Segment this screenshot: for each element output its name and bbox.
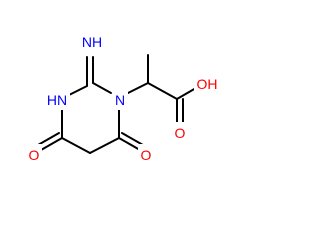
label-bg-imine (80, 32, 104, 52)
label-bg-acid-o (172, 122, 188, 142)
bond-calpha-ccarboxyl (147, 82, 178, 100)
atom-label-acid-o: O (175, 125, 186, 141)
molecule-drawing: NH N HN OH O O O (26, 32, 220, 164)
bond-c4-o-2 (37, 132, 60, 146)
atom-label-ketone-o-right: O (141, 147, 152, 163)
label-bg-ketone-o-right (138, 144, 154, 164)
atom-label-ketone-o-left: O (29, 147, 40, 163)
atom-label-imine-nh: NH (82, 34, 102, 50)
bond-c4-o-1 (40, 137, 63, 151)
bond-c6-o-1 (118, 137, 141, 151)
label-bg-n1 (112, 90, 128, 110)
label-bg-acid-oh (194, 74, 220, 94)
structure-diagram: NH N HN OH O O O (26, 32, 220, 164)
bond-n1-calpha (127, 82, 149, 94)
bond-c2-n1 (92, 82, 112, 94)
label-bg-ring-nh (44, 90, 70, 110)
atom-label-ring-n1: N (115, 92, 125, 108)
bond-ccarboxyl-oh (176, 87, 197, 100)
atom-label-acid-oh: OH (197, 76, 218, 92)
label-bg-ketone-o-left (26, 144, 42, 164)
bond-c2-n3 (68, 85, 88, 96)
bond-c5-c6 (89, 137, 120, 154)
atom-label-ring-nh: HN (47, 92, 67, 108)
bond-c4-c5 (61, 137, 91, 154)
bond-c6-o-2 (121, 132, 144, 146)
